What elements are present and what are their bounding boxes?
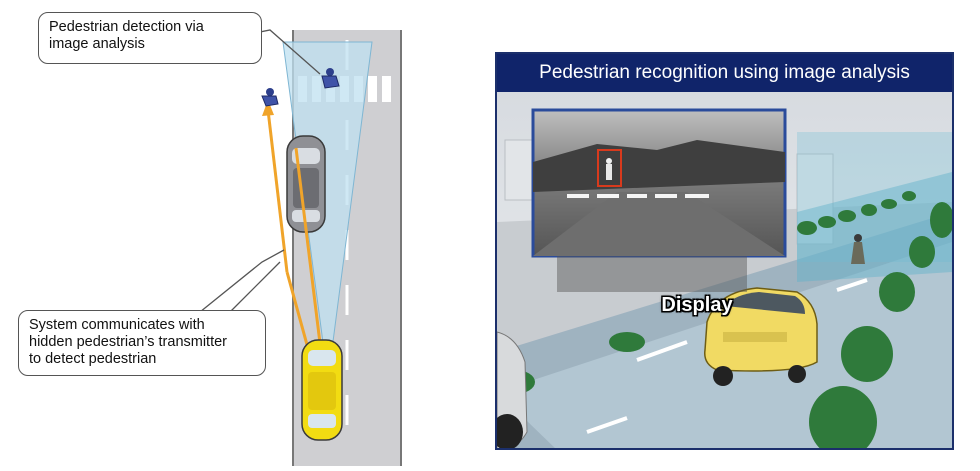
camera-hills — [533, 140, 785, 192]
road-scene-diagram — [199, 29, 402, 466]
recognition-panel: Pedestrian recognition using image analy… — [495, 52, 954, 450]
callout-bottom-line-3: to detect pedestrian — [29, 351, 157, 367]
callout-top-line-1: Pedestrian detection via — [49, 19, 204, 35]
ego-car — [301, 339, 343, 441]
camera-pedestrian — [606, 158, 612, 180]
detected-pedestrian-icon — [321, 68, 340, 89]
callout-image-analysis: Pedestrian detection via image analysis — [38, 12, 262, 64]
panel-title: Pedestrian recognition using image analy… — [497, 54, 952, 92]
signal-arrowhead-up — [262, 100, 274, 116]
scene-svg — [497, 92, 952, 448]
display-label: Display — [661, 294, 733, 316]
camera-road — [533, 192, 785, 256]
callout-bottom-pointer-2 — [229, 261, 281, 313]
taxi — [704, 287, 818, 386]
hidden-pedestrian-icon — [261, 88, 279, 107]
scene-pedestrian — [851, 234, 865, 264]
callout-bottom-pointer — [199, 249, 285, 313]
scene-illustration: Display — [497, 92, 952, 448]
detection-box — [597, 149, 622, 187]
detection-zone — [797, 132, 952, 262]
callout-bottom-line-1: System communicates with — [29, 317, 205, 333]
callout-top-line-2: image analysis — [49, 36, 145, 52]
callout-bottom-line-2: hidden pedestrian’s transmitter — [29, 334, 228, 350]
callout-transmitter: System communicates with hidden pedestri… — [18, 310, 266, 376]
left-car-wheel — [497, 414, 523, 448]
display-stand — [557, 256, 747, 292]
left-diagram: Pedestrian detection via image analysis … — [0, 0, 470, 466]
